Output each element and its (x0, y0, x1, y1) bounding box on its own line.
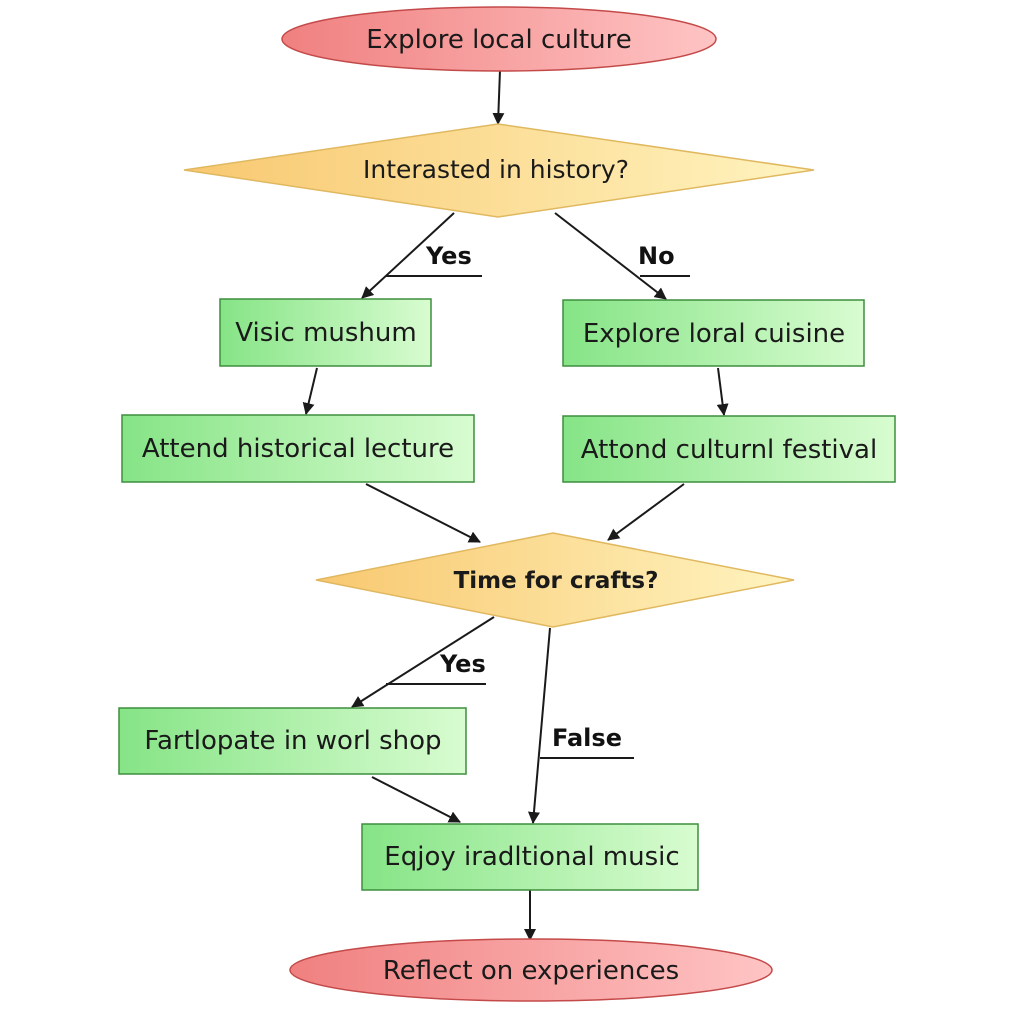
node-end: Reflect on experiences (289, 938, 773, 1002)
edge-crafts-false (527, 627, 551, 824)
start-oval (281, 6, 717, 72)
edge-crafts-yes (351, 616, 495, 708)
edge-workshop-to-music (371, 776, 461, 823)
edge-start-to-history (492, 69, 505, 125)
attend-lecture-label: Attend historical lecture (142, 434, 454, 464)
label-history-yes: Yes (425, 242, 472, 270)
label-crafts-false: False (552, 724, 622, 752)
node-music: Eqjoy iradltional music (361, 823, 699, 891)
visit-museum-box (219, 298, 432, 367)
end-oval (289, 938, 773, 1002)
decision-history-label: Interasted in history? (363, 155, 629, 184)
attend-lecture-box (121, 414, 475, 483)
music-label: Eqjoy iradltional music (384, 842, 679, 872)
edge-cuisine-to-festival (716, 367, 729, 416)
music-box (361, 823, 699, 891)
node-start: Explore local culture (281, 6, 717, 72)
label-crafts-yes: Yes (439, 650, 486, 678)
node-decision-crafts: Time for crafts? (315, 532, 795, 628)
explore-cuisine-label: Explore loral cuisine (583, 319, 845, 349)
edge-festival-to-crafts (607, 483, 685, 541)
workshop-box (118, 707, 467, 775)
edge-history-yes (361, 212, 455, 299)
edge-museum-to-lecture (302, 367, 318, 415)
workshop-label: Fartlopate in worl shop (144, 726, 441, 756)
node-workshop: Fartlopate in worl shop (118, 707, 467, 775)
explore-cuisine-box (562, 299, 865, 367)
attend-festival-label: Attond culturnl festival (581, 435, 877, 465)
start-label: Explore local culture (366, 25, 631, 55)
node-explore-cuisine: Explore loral cuisine (562, 299, 865, 367)
edges (302, 69, 729, 941)
edge-lecture-to-crafts (365, 483, 481, 543)
decision-crafts-diamond (315, 532, 795, 628)
edge-labels: Yes No Yes False (386, 242, 690, 759)
node-attend-festival: Attond culturnl festival (562, 415, 896, 483)
node-visit-museum: Visic mushum (219, 298, 432, 367)
edge-history-no (554, 212, 667, 300)
decision-history-diamond (183, 123, 815, 218)
node-decision-history: Interasted in history? (183, 123, 815, 218)
node-attend-lecture: Attend historical lecture (121, 414, 475, 483)
attend-festival-box (562, 415, 896, 483)
end-label: Reflect on experiences (383, 956, 679, 986)
visit-museum-label: Visic mushum (235, 318, 416, 348)
label-history-no: No (638, 242, 675, 270)
decision-crafts-label: Time for crafts? (454, 568, 659, 594)
